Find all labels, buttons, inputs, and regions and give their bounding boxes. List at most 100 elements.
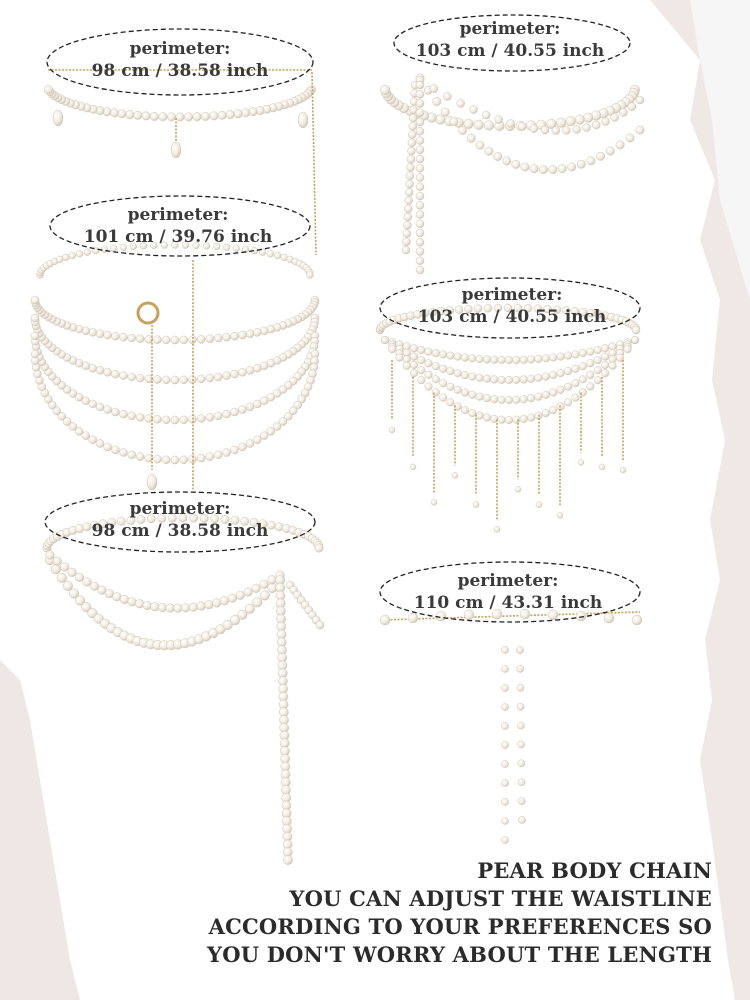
pearl-bead [266,427,276,436]
pearl-bead [415,182,425,191]
pearl-bead [225,110,235,120]
pearl-bead [146,514,156,524]
pearl-bead [119,243,127,251]
pearl-bead [503,303,513,313]
pearl-bead [593,376,602,385]
pearl-bead [475,392,484,401]
pearl-bead [135,373,145,383]
pearl-bead [157,513,167,523]
pearl-bead [205,413,215,422]
pearl-bead [563,351,573,360]
perimeter-size: 110 cm / 43.31 inch [413,593,603,613]
pearl-bead [593,356,602,365]
pearl-bead [578,375,587,384]
pearl-bead [512,375,521,384]
pearl-bead [582,123,591,132]
pearl-bead [464,304,473,314]
pearl-bead [547,609,559,621]
pearl-bead [188,335,197,344]
pearl-bead [402,229,412,238]
pearl-bead [119,448,128,457]
pearl-bead [179,375,189,385]
pearl-bead [161,335,171,345]
pearl-bead [222,448,231,457]
pearl-bead [272,422,282,431]
pearl-bead [170,375,180,385]
pearl-bead [214,333,223,343]
pearl-bead [81,602,92,613]
pearl-bead [490,375,499,384]
pearl-bead [556,352,565,361]
pearl-bead [598,463,606,471]
pearl-bead [415,127,425,136]
pearl-bead [30,349,40,359]
pearl-bead [504,375,514,385]
pearl-bead [601,344,610,353]
pearl-bead [249,517,259,527]
pearl-bead [576,159,586,169]
pearl-bead [196,601,206,611]
pearl-drop [170,141,182,159]
pearl-bead [501,646,509,654]
pearl-bead [635,95,645,105]
pearl-bead [468,354,477,363]
pearl-bead [520,162,530,172]
pearl-bead [601,117,610,126]
pearl-bead [501,836,509,844]
pearl-bead [556,369,565,378]
pearl-drop [297,111,309,129]
pearl-bead [586,370,595,379]
pearl-bead [403,221,412,230]
pearl-drop [146,473,158,491]
pearl-bead [388,426,396,434]
pearl-bead [473,119,484,130]
pearl-bead [283,855,293,865]
pearl-bead [235,590,245,600]
pearl-bead [518,122,527,131]
pearl-bead [504,355,514,365]
pearl-bead [415,164,425,173]
pearl-bead [170,335,180,345]
pearl-bead [230,615,241,626]
pearl-bead [402,361,411,370]
pearl-bead [571,393,580,402]
pearl-bead [157,602,168,613]
pearl-bead [415,136,425,145]
pearl-bead [572,125,581,134]
pearl-bead [484,146,494,156]
pearl-bead [482,413,492,422]
pearl-bead [429,84,439,93]
pearl-bead [52,406,62,416]
pearl-bead [153,335,162,344]
perimeter-label-2: perimeter: 103 cm / 40.55 inch [400,18,620,62]
pearl-bead [219,596,230,606]
pearl-bead [127,411,136,421]
pearl-bead [95,402,105,412]
pearl-bead [519,375,528,384]
pearl-bead [491,608,503,620]
pearl-bead [512,395,521,404]
pearl-bead [380,335,390,345]
perimeter-label-6: perimeter: 110 cm / 43.31 inch [398,570,618,614]
pearl-bead [149,111,159,121]
pearl-bead [404,196,413,205]
pearl-bead [527,413,536,422]
pearl-bead [293,400,302,410]
pearl-bead [111,445,120,455]
pearl-bead [453,352,462,361]
pearl-bead [127,372,136,382]
pearl-bead [516,646,524,654]
pearl-bead [619,466,627,474]
pearl-bead [179,455,189,465]
pearl-bead [541,409,550,418]
pearl-bead [214,411,223,421]
pearl-bead [238,368,247,377]
pearl-bead [74,572,85,582]
pearl-bead [432,97,442,107]
pearl-bead [527,355,536,364]
pearl-bead [129,242,137,251]
pearl-bead [135,413,145,422]
pearl-bead [446,351,455,360]
pearl-bead [439,350,448,359]
